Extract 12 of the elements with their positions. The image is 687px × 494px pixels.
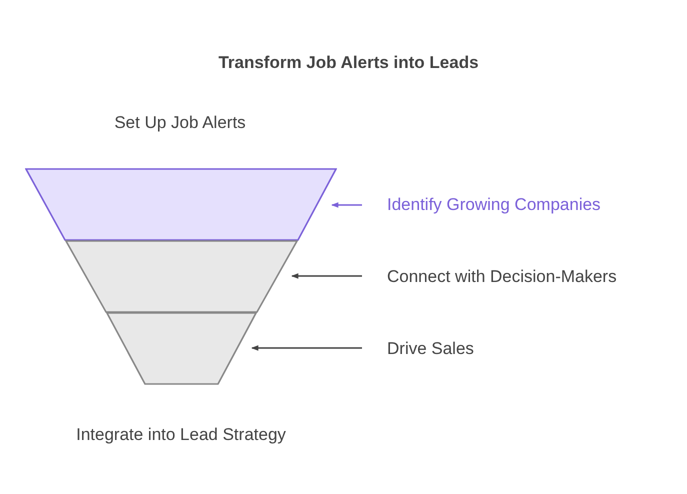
stage-label: Integrate into Lead Strategy — [75, 424, 287, 446]
diagram-title: Transform Job Alerts into Leads — [217, 52, 480, 74]
arrow — [331, 202, 362, 208]
funnel-segment — [106, 312, 257, 385]
step-label: Connect with Decision-Makers — [387, 265, 617, 289]
stage-label: Set Up Job Alerts — [113, 112, 247, 134]
arrow — [251, 345, 362, 351]
step-label: Drive Sales — [387, 337, 474, 361]
funnel-segment — [25, 168, 337, 241]
step-label: Identify Growing Companies — [387, 193, 601, 217]
funnel-segment — [65, 240, 298, 313]
arrow — [291, 273, 362, 279]
